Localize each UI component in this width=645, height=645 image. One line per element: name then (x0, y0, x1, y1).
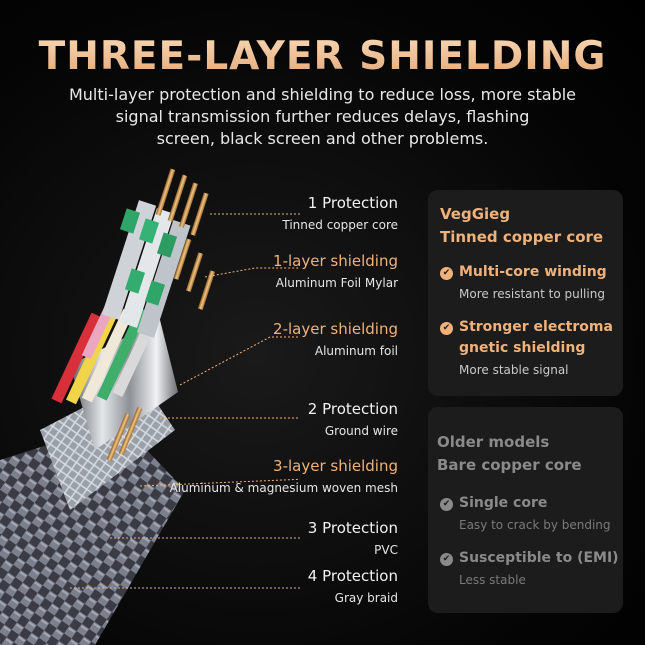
comparison-panel-new: VegGieg Tinned copper core ✔ Multi-core w… (428, 190, 623, 396)
layer-heading: 2 Protection (307, 400, 398, 418)
panel-title-line: Bare copper core (437, 456, 582, 474)
feature-title: ✔ Multi-core winding (440, 262, 607, 283)
feature-title: ✔ Susceptible to (EMI) (440, 548, 619, 569)
layer-label-2: 1-layer shielding Aluminum Foil Mylar (273, 252, 398, 290)
layer-heading: 3-layer shielding (273, 457, 398, 475)
feature-title-line: Susceptible to (EMI) (459, 550, 619, 566)
layer-label-3: 2-layer shielding Aluminum foil (273, 320, 398, 358)
layer-heading: 2-layer shielding (273, 320, 398, 338)
feature-title-line: Single core (459, 495, 548, 511)
layer-detail: Gray braid (334, 591, 398, 605)
leader-line-2 (204, 267, 300, 278)
layer-heading: 1-layer shielding (273, 252, 398, 270)
layer-detail: Aluminum foil (314, 344, 398, 358)
check-circle-icon: ✔ (440, 498, 453, 511)
check-circle-icon: ✔ (440, 322, 453, 335)
cable-copper-strands (106, 168, 216, 462)
leader-line-3 (179, 336, 300, 386)
subtitle-line: Multi-layer protection and shielding to … (68, 85, 577, 104)
feature-item: ✔ Stronger electroma gnetic shielding Mor… (440, 317, 613, 377)
feature-detail: More stable signal (459, 363, 569, 377)
subtitle-line: signal transmission further reduces dela… (115, 107, 530, 126)
layer-detail: Ground wire (324, 424, 398, 438)
subtitle-line: screen, black screen and other problems. (156, 129, 489, 148)
layer-detail: Tinned copper core (282, 218, 398, 232)
cable-illustration (0, 168, 300, 645)
feature-title-line: gnetic shielding (459, 340, 586, 356)
panel-title: Older models Bare copper core (437, 431, 582, 477)
check-circle-icon: ✔ (440, 553, 453, 566)
feature-item: ✔ Multi-core winding More resistant to pu… (440, 262, 607, 301)
feature-item: ✔ Susceptible to (EMI) Less stable (440, 548, 619, 587)
cable-braid (0, 422, 185, 645)
panel-title: VegGieg Tinned copper core (440, 203, 603, 249)
feature-title: ✔ Stronger electroma (440, 317, 613, 338)
cable-wire-bundles (101, 200, 191, 338)
page-title: THREE-LAYER SHIELDING (0, 34, 645, 79)
layer-label-1: 1 Protection Tinned copper core (282, 194, 398, 232)
comparison-panel-old: Older models Bare copper core ✔ Single co… (428, 407, 623, 613)
panel-title-line: Tinned copper core (440, 228, 604, 246)
feature-item: ✔ Single core Easy to crack by bending (440, 493, 611, 532)
layer-detail: PVC (374, 543, 398, 557)
layer-detail: Aluminum Foil Mylar (275, 276, 398, 290)
layer-detail: Aluminum & magnesium woven mesh (169, 481, 398, 495)
cable-inner-wires (51, 300, 163, 405)
layer-heading: 4 Protection (307, 567, 398, 585)
layer-label-6: 3 Protection PVC (308, 519, 398, 557)
feature-detail: More resistant to pulling (459, 287, 605, 301)
check-circle-icon: ✔ (440, 267, 453, 280)
layer-heading: 3 Protection (307, 519, 398, 537)
feature-title-line: Multi-core winding (459, 264, 607, 280)
panel-title-line: Older models (437, 433, 550, 451)
feature-detail: Less stable (459, 573, 526, 587)
layer-heading: 1 Protection (307, 194, 398, 212)
feature-detail: Easy to crack by bending (459, 518, 611, 532)
feature-title: ✔ Single core (440, 493, 611, 514)
panel-title-line: VegGieg (440, 205, 511, 223)
layer-label-7: 4 Protection Gray braid (308, 567, 398, 605)
feature-title-line: Stronger electroma (459, 319, 613, 335)
layer-label-5: 3-layer shielding Aluminum & magnesium w… (170, 457, 398, 495)
leader-lines (70, 213, 300, 589)
page-subtitle: Multi-layer protection and shielding to … (30, 84, 615, 150)
layer-label-4: 2 Protection Ground wire (308, 400, 398, 438)
